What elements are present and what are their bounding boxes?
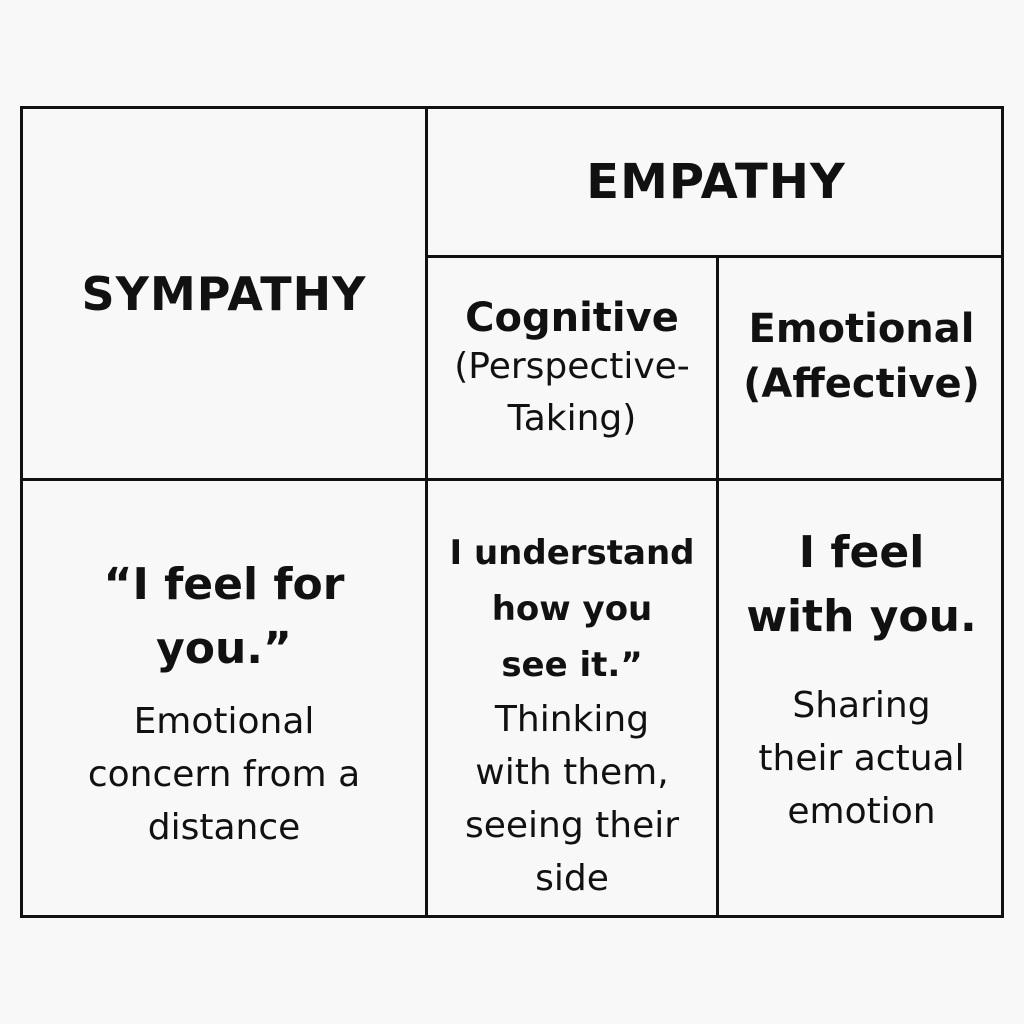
- sympathy-desc-line3: distance: [147, 807, 301, 848]
- emotional-quote-line1: I feel: [798, 527, 925, 578]
- empathy-header-cell: EMPATHY: [428, 109, 1004, 255]
- cognitive-quote-line2: how you: [491, 589, 653, 629]
- cognitive-desc-line2: with them,: [475, 752, 669, 793]
- cognitive-body-cell: I understand how you see it.” Thinking w…: [428, 481, 716, 915]
- emotional-desc-line3: emotion: [787, 791, 936, 832]
- cognitive-title: Cognitive: [465, 295, 679, 341]
- cognitive-header-cell: Cognitive (Perspective- Taking): [428, 258, 716, 478]
- cognitive-desc-line3: seeing their: [464, 805, 680, 846]
- sympathy-desc-line1: Emotional: [133, 701, 315, 742]
- sympathy-desc-line2: concern from a: [87, 754, 361, 795]
- divider-sympathy-empathy: [425, 109, 428, 915]
- divider-cognitive-emotional: [716, 257, 719, 915]
- sympathy-title: SYMPATHY: [81, 266, 367, 321]
- cognitive-quote-line1: I understand: [449, 533, 695, 573]
- emotional-body-cell: I feel with you. Sharing their actual em…: [719, 481, 1004, 915]
- emotional-desc-line2: their actual: [758, 738, 965, 779]
- empathy-title: EMPATHY: [586, 154, 846, 210]
- cognitive-desc-line1: Thinking: [494, 699, 650, 740]
- sympathy-body-cell: “I feel for you.” Emotional concern from…: [23, 481, 425, 915]
- cognitive-desc-line4: side: [535, 858, 609, 899]
- cognitive-paren-line2: Taking): [507, 398, 637, 439]
- cognitive-paren-line1: (Perspective-: [454, 346, 690, 387]
- divider-empathy-header: [428, 255, 1004, 258]
- emotional-desc-line1: Sharing: [792, 685, 931, 726]
- emotional-header-cell: Emotional (Affective): [719, 258, 1004, 478]
- sympathy-header-cell: SYMPATHY: [23, 109, 425, 478]
- sympathy-quote-line1: “I feel for: [103, 559, 345, 610]
- emotional-paren: (Affective): [743, 361, 980, 407]
- divider-header-body: [23, 478, 1001, 481]
- emotional-quote-line2: with you.: [746, 591, 977, 642]
- comparison-table: SYMPATHY EMPATHY Cognitive (Perspective-…: [20, 106, 1004, 918]
- emotional-title: Emotional: [748, 306, 975, 352]
- sympathy-quote-line2: you.”: [156, 623, 292, 674]
- cognitive-quote-line3: see it.”: [501, 645, 643, 685]
